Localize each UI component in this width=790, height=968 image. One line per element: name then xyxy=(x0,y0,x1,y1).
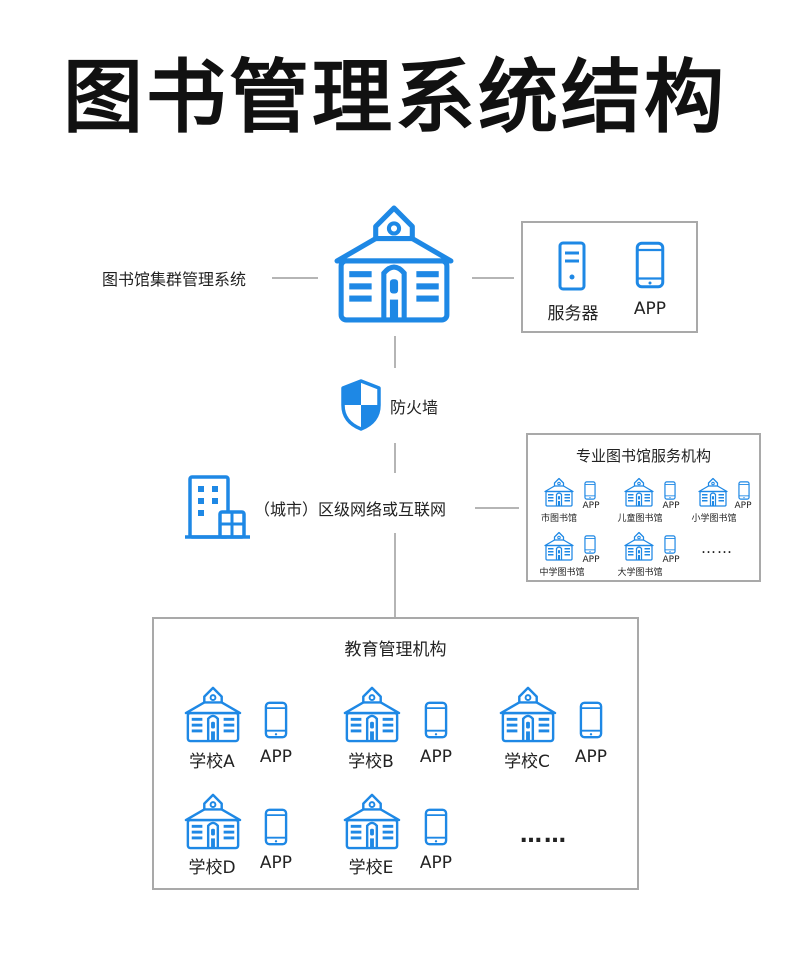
office-building-icon xyxy=(184,474,254,540)
shield-icon xyxy=(340,378,382,432)
school-name: 学校B xyxy=(348,752,394,772)
app-label: APP xyxy=(259,853,293,873)
school-icon xyxy=(343,685,401,743)
school-name: 学校C xyxy=(504,752,550,772)
connector-v1 xyxy=(394,336,396,368)
firewall-label: 防火墙 xyxy=(390,398,439,417)
library-icon xyxy=(544,531,574,561)
library-icon xyxy=(544,477,574,507)
network-label: （城市）区级网络或互联网 xyxy=(254,500,447,519)
library-name: 大学图书馆 xyxy=(617,568,663,578)
special-title: 专业图书馆服务机构 xyxy=(575,447,711,465)
special-library-box: 专业图书馆服务机构 APP 市图书馆 APP 儿童图书馆 APP 小学图书馆 A… xyxy=(526,433,761,582)
library-icon xyxy=(624,477,654,507)
cluster-label: 图书馆集群管理系统 xyxy=(102,270,247,289)
library-name: 中学图书馆 xyxy=(539,568,585,578)
connector-v2 xyxy=(394,443,396,473)
school-name: 学校E xyxy=(348,858,394,878)
more-ellipsis: …… xyxy=(701,539,733,557)
school-icon xyxy=(184,685,242,743)
phone-icon xyxy=(579,701,603,739)
connector-network-right xyxy=(475,507,519,509)
phone-icon xyxy=(424,808,448,846)
school-icon xyxy=(499,685,557,743)
phone-icon xyxy=(664,481,676,500)
phone-icon xyxy=(584,535,596,554)
connector-right xyxy=(472,277,514,279)
library-name: 小学图书馆 xyxy=(691,514,737,524)
app-label: APP xyxy=(419,853,453,873)
more-ellipsis: …… xyxy=(520,823,568,848)
phone-icon xyxy=(664,535,676,554)
library-name: 市图书馆 xyxy=(540,514,577,524)
app-label: APP xyxy=(633,299,667,319)
server-icon xyxy=(558,241,586,291)
page-title: 图书管理系统结构 xyxy=(63,51,727,144)
library-building-icon xyxy=(333,202,455,324)
app-phone-icon xyxy=(635,241,665,289)
phone-icon xyxy=(738,481,750,500)
app-label: APP xyxy=(662,555,680,565)
education-title: 教育管理机构 xyxy=(344,640,447,660)
app-label: APP xyxy=(259,747,293,767)
school-icon xyxy=(184,792,242,850)
app-label: APP xyxy=(734,501,752,511)
school-name: 学校D xyxy=(188,858,236,878)
connector-v3 xyxy=(394,533,396,617)
library-icon xyxy=(624,531,654,561)
app-label: APP xyxy=(574,747,608,767)
phone-icon xyxy=(264,701,288,739)
server-app-box: 服务器 APP xyxy=(521,221,698,333)
school-name: 学校A xyxy=(189,752,235,772)
app-label: APP xyxy=(582,501,600,511)
connector-left xyxy=(272,277,318,279)
app-label: APP xyxy=(582,555,600,565)
app-label: APP xyxy=(419,747,453,767)
server-label: 服务器 xyxy=(547,304,599,324)
phone-icon xyxy=(264,808,288,846)
library-icon xyxy=(698,477,728,507)
education-box: 教育管理机构 学校A APP 学校B APP 学校C APP 学校D APP 学… xyxy=(152,617,639,890)
app-label: APP xyxy=(662,501,680,511)
phone-icon xyxy=(424,701,448,739)
library-name: 儿童图书馆 xyxy=(617,514,663,524)
phone-icon xyxy=(584,481,596,500)
school-icon xyxy=(343,792,401,850)
